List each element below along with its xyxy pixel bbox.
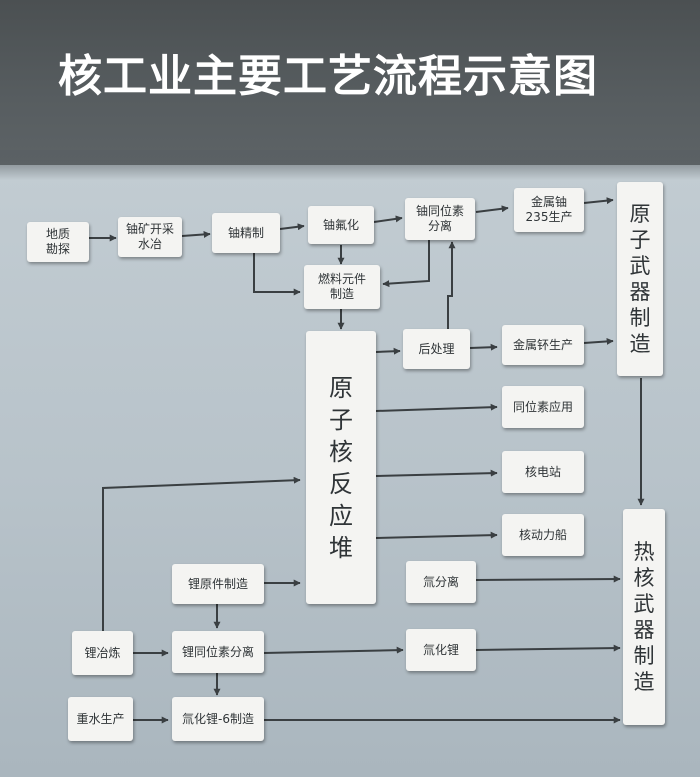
node-heavy-water-production: 重水生产 <box>68 697 133 741</box>
node-thermonuclear-weapons: 热 核 武 器 制 造 <box>623 509 665 725</box>
arrow-chuanfenli-relwuqi <box>475 575 621 583</box>
node-metal-plutonium: 金属钚生产 <box>502 325 584 365</box>
arrow-chuanhuali-relwuqi <box>475 644 621 652</box>
node-isotope-application: 同位素应用 <box>502 386 584 428</box>
node-tritium-separation: 氚分离 <box>406 561 476 603</box>
node-lithium-isotope-separation: 锂同位素分离 <box>172 631 264 673</box>
arrow-houchuli-jinshubu <box>469 343 498 351</box>
arrow-youfuhua-youtongwei <box>373 215 403 223</box>
arrow-jinshuyou-wuqi <box>583 197 614 205</box>
arrow-houchuli-youtongwei <box>447 241 456 329</box>
arrow-reactor-tongwei <box>375 403 498 412</box>
node-lithium-element-manufacturing: 锂原件制造 <box>172 564 264 604</box>
node-uranium-refining: 铀精制 <box>212 213 280 253</box>
arrow-youtongwei-ranliao <box>382 240 430 288</box>
arrow-liyelian-reactor <box>102 476 301 631</box>
arrow-youkuang-youjingzhi <box>181 230 211 238</box>
node-uranium-fluorination: 铀氟化 <box>308 206 374 244</box>
node-nuclear-power-plant: 核电站 <box>502 451 584 493</box>
node-nuclear-reactor: 原 子 核 反 应 堆 <box>306 331 376 604</box>
arrow-litongwei-chuanhuali <box>263 646 404 654</box>
node-nuclear-powered-ship: 核动力船 <box>502 514 584 556</box>
header-band <box>0 0 700 165</box>
node-tritiated-lithium: 氚化锂 <box>406 629 476 671</box>
node-uranium-isotope-separation: 铀同位素 分离 <box>405 198 475 240</box>
arrow-youtongwei-jinshuyou <box>475 205 509 213</box>
node-fuel-element-manufacturing: 燃料元件 制造 <box>304 265 380 309</box>
arrow-youjingzhi-ranliao <box>253 253 301 296</box>
arrow-jinshubu-wuqi <box>583 337 614 345</box>
node-geological-exploration: 地质 勘探 <box>27 222 89 262</box>
arrow-reactor-hedianzhan <box>375 469 498 477</box>
node-metal-uranium-235: 金属铀 235生产 <box>514 188 584 232</box>
node-tritiated-lithium-6: 氚化锂-6制造 <box>172 697 264 741</box>
page-title: 核工业主要工艺流程示意图 <box>58 51 598 102</box>
node-atomic-weapons: 原 子 武 器 制 造 <box>617 182 663 376</box>
header-shadow <box>0 150 700 180</box>
node-lithium-smelting: 锂冶炼 <box>72 631 133 675</box>
arrow-reactor-houchuli <box>375 347 401 355</box>
node-uranium-mining: 铀矿开采 水冶 <box>118 217 182 257</box>
arrow-reactor-hedonglichuan <box>375 531 498 539</box>
arrow-youjingzhi-youfuhua <box>279 223 305 231</box>
node-reprocessing: 后处理 <box>403 329 470 369</box>
